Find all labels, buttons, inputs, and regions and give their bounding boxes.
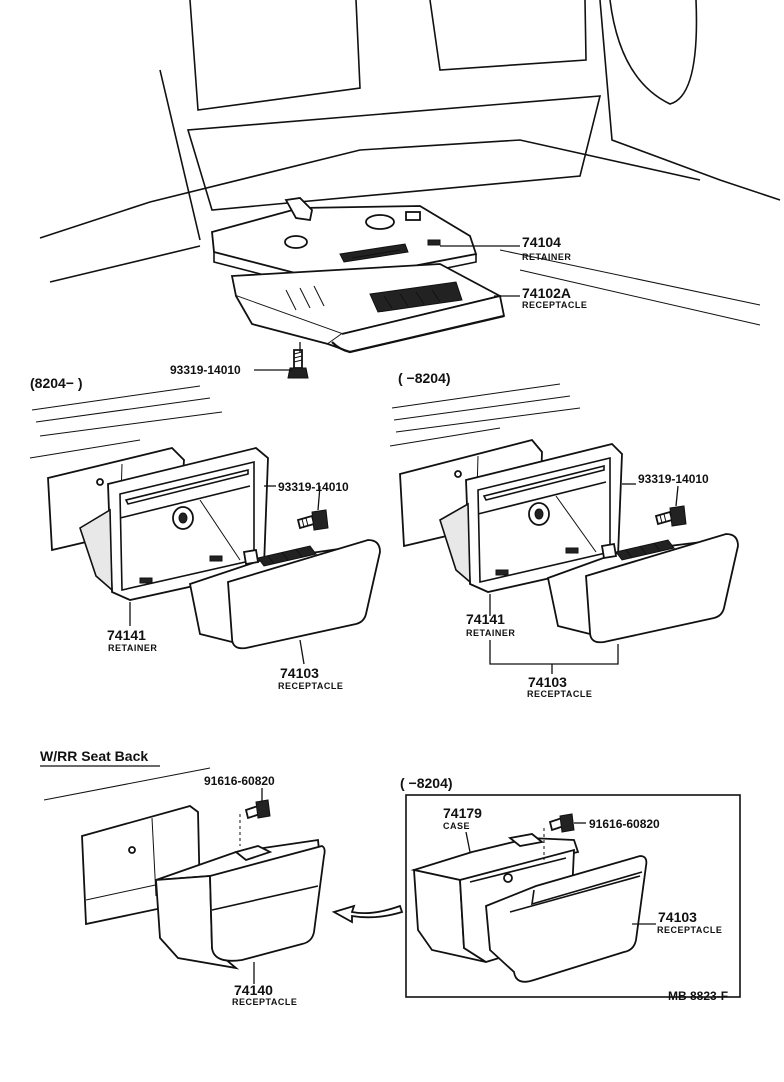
- part-no-74102a: 74102A: [522, 285, 571, 301]
- part-name-receptacle-bottom-right: RECEPTACLE: [657, 925, 722, 935]
- part-no-74104: 74104: [522, 234, 561, 250]
- retainer-74141-left-drawing: [47, 447, 269, 601]
- leader-screw-mid-right: [675, 485, 679, 507]
- arrow-icon: [331, 904, 404, 924]
- instrument-panel-drawing: [39, 0, 781, 326]
- part-no-retainer-mid-left: 74141: [107, 627, 146, 643]
- part-name-74102a: RECEPTACLE: [522, 300, 587, 310]
- part-no-receptacle-bottom-right: 74103: [658, 909, 697, 925]
- receptacle-74103-left-drawing: [188, 539, 381, 650]
- retainer-74141-right-drawing: [399, 438, 623, 593]
- receptacle-74140-drawing: [155, 838, 326, 970]
- part-name-receptacle-mid-left: RECEPTACLE: [278, 681, 343, 691]
- range-mid-left: (8204− ): [30, 375, 83, 391]
- screw-91616-60820-bottom-right: [543, 813, 575, 860]
- leader-case-74179: [465, 831, 471, 853]
- figure-code: MB 8823-F: [668, 989, 728, 1003]
- part-name-retainer-mid-left: RETAINER: [108, 643, 157, 653]
- bracket-receptacle-mid-right: [489, 640, 619, 665]
- receptacle-74103-bottom-right-drawing: [485, 855, 648, 983]
- part-name-case-74179: CASE: [443, 821, 470, 831]
- receptacle-74102a-drawing: [230, 263, 506, 354]
- leader-receptacle-mid-left: [299, 639, 305, 665]
- panel-lines-mid-right: [389, 383, 581, 447]
- leader-screw-mid-left: [317, 485, 321, 511]
- part-name-retainer-mid-right: RETAINER: [466, 628, 515, 638]
- screw-93319-14010-mid-right: [654, 505, 687, 527]
- seat-back-line: [43, 767, 211, 801]
- part-no-screw-bottom-right: 91616-60820: [589, 817, 660, 831]
- part-no-receptacle-74140: 74140: [234, 982, 273, 998]
- ashtray-grille: [285, 281, 463, 313]
- part-no-screw-mid-left: 93319-14010: [278, 480, 349, 494]
- part-no-retainer-mid-right: 74141: [466, 611, 505, 627]
- part-no-screw-mid-right: 93319-14010: [638, 472, 709, 486]
- screw-91616-60820-bottom-left: [239, 799, 271, 846]
- range-bottom-right: ( −8204): [400, 775, 453, 791]
- receptacle-74103-right-drawing: [546, 533, 739, 644]
- part-name-74104: RETAINER: [522, 252, 571, 262]
- section-title-seat-back: W/RR Seat Back: [40, 748, 148, 764]
- range-mid-right: ( −8204): [398, 370, 451, 386]
- screw-93319-14010-top: [287, 342, 309, 379]
- part-no-receptacle-mid-left: 74103: [280, 665, 319, 681]
- panel-lines-mid-left: [29, 385, 223, 459]
- part-name-receptacle-74140: RECEPTACLE: [232, 997, 297, 1007]
- part-name-receptacle-mid-right: RECEPTACLE: [527, 689, 592, 699]
- part-no-screw-bottom-left: 91616-60820: [204, 774, 275, 788]
- inset-box: [405, 794, 741, 998]
- part-no-screw-top: 93319-14010: [170, 363, 241, 377]
- screw-93319-14010-mid-left: [296, 509, 329, 531]
- retainer-74104-drawing: [211, 197, 478, 293]
- part-no-case-74179: 74179: [443, 805, 482, 821]
- part-no-receptacle-mid-right: 74103: [528, 674, 567, 690]
